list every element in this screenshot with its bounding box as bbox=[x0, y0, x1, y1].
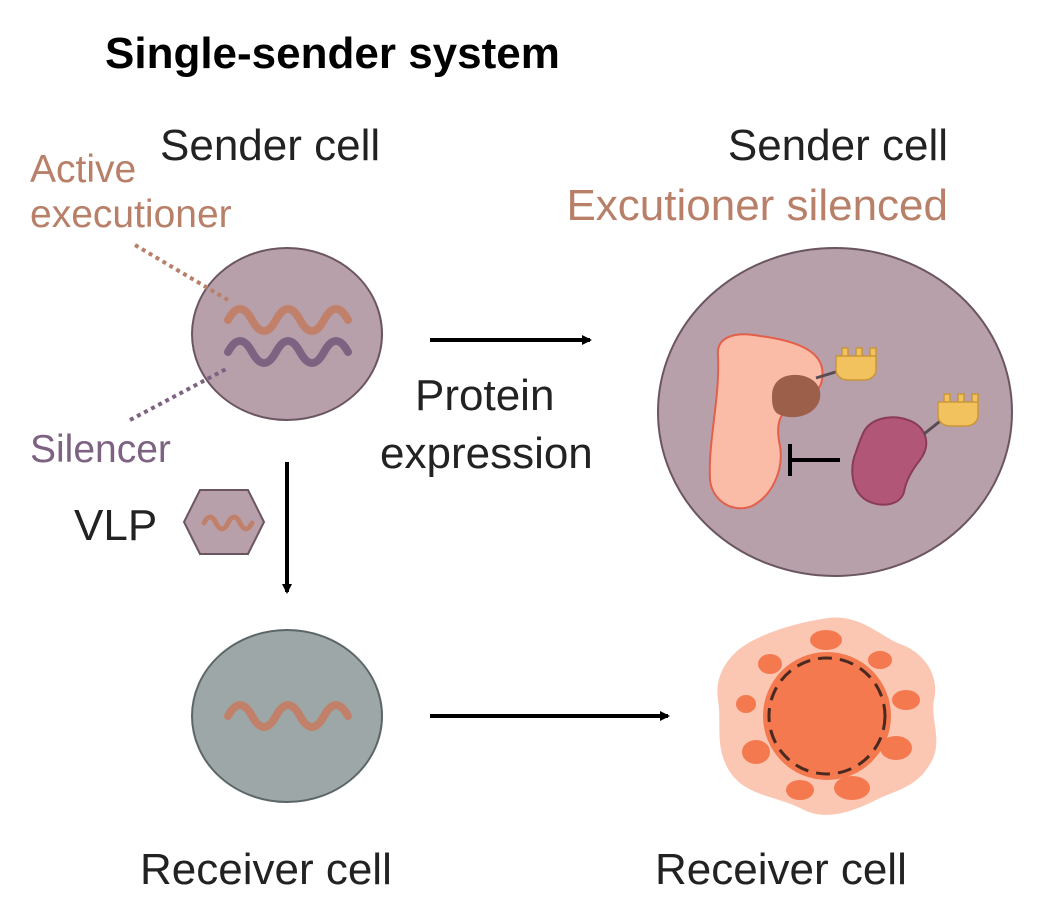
silencer-rna-wave bbox=[224, 337, 352, 367]
executioner-rna-wave bbox=[224, 305, 352, 335]
right-sender-cell bbox=[657, 247, 1013, 577]
executioner-tag-icon bbox=[835, 347, 877, 381]
receiver-executioner-rna-wave bbox=[224, 701, 352, 731]
right-sender-cell-label: Sender cell bbox=[727, 121, 948, 170]
silencer-protein bbox=[851, 416, 928, 506]
protein-expression-label-line1: Protein bbox=[415, 371, 555, 420]
diagram-title: Single-sender system bbox=[105, 29, 560, 78]
right-receiver-cell-dying bbox=[717, 617, 937, 815]
silencer-label: Silencer bbox=[30, 428, 171, 471]
silencer-leader-line bbox=[129, 366, 229, 422]
executioner-silenced-label: Excutioner silenced bbox=[566, 181, 948, 230]
left-receiver-cell-label: Receiver cell bbox=[140, 845, 392, 894]
active-executioner-label-line2: executioner bbox=[30, 193, 232, 236]
left-receiver-cell bbox=[191, 629, 383, 803]
left-sender-cell bbox=[191, 247, 383, 421]
vlp-particle bbox=[182, 489, 266, 555]
executioner-leader-line bbox=[133, 243, 230, 302]
left-sender-cell-label: Sender cell bbox=[160, 121, 381, 170]
silencer-tag-icon bbox=[937, 393, 979, 427]
protein-expression-label-line2: expression bbox=[380, 429, 593, 478]
vlp-rna-wave bbox=[201, 514, 255, 532]
dying-cell-membrane bbox=[767, 656, 887, 776]
right-receiver-cell-label: Receiver cell bbox=[655, 845, 907, 894]
vlp-label: VLP bbox=[74, 501, 158, 550]
inhibition-icon bbox=[788, 444, 840, 476]
active-executioner-label-line1: Active bbox=[30, 148, 137, 191]
executioner-active-site bbox=[772, 374, 821, 418]
